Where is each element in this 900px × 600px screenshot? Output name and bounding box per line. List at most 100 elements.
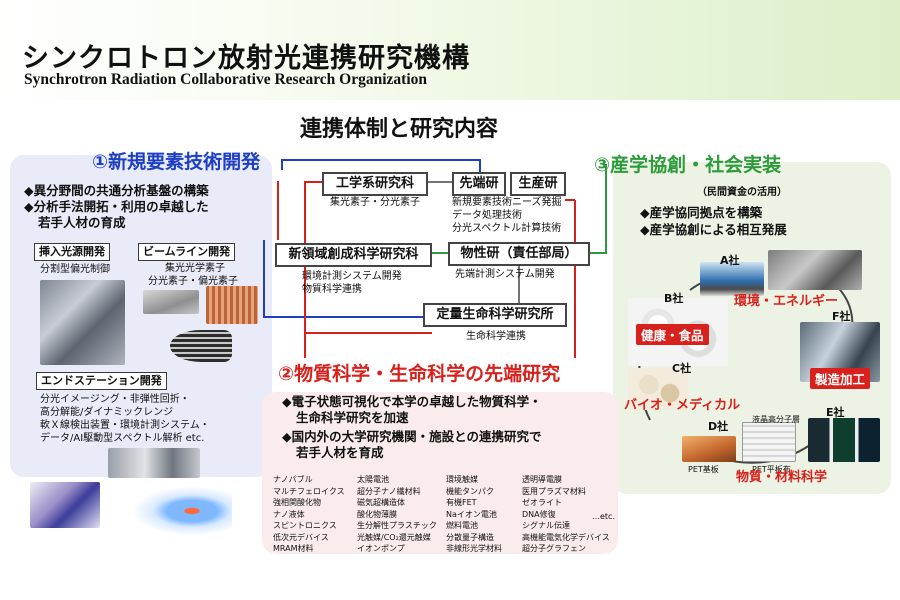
- company-c: C社: [672, 362, 692, 375]
- research-topic: 酸化物薄膜: [357, 509, 397, 519]
- domain-env: 環境・エネルギー: [734, 294, 839, 309]
- header-band: [0, 0, 900, 100]
- org-eng: 工学系研究科: [322, 172, 428, 196]
- pillar3-heading: ③産学協創・社会実装: [594, 154, 782, 176]
- pillar2-topics-panel: [262, 392, 618, 554]
- research-topic: 高機能電気化学デバイス: [522, 532, 610, 542]
- pillar3-bullet: ◆産学協同拠点を構築: [640, 205, 763, 220]
- org-frontier: 新領域創成科学研究科: [275, 243, 432, 267]
- company-b: B社: [664, 292, 684, 305]
- source-dev-tag: 挿入光源開発: [34, 243, 110, 261]
- mirror-photo: [143, 290, 199, 314]
- page-subtitle: Synchrotron Radiation Collaborative Rese…: [24, 71, 427, 88]
- research-topic: 磁気超構造体: [357, 498, 405, 507]
- research-topic: ナノパブル: [273, 475, 313, 484]
- pillar3-note: （民間資金の活用）: [697, 187, 787, 198]
- endstation-dev-tag: エンドステーション開発: [36, 372, 167, 390]
- research-topic: 分散量子構造: [446, 532, 494, 542]
- research-topic: 機能タンパク: [446, 486, 494, 496]
- diagram-label: PET平板布: [752, 465, 791, 474]
- company-d: D社: [708, 420, 729, 433]
- company-e: E社: [826, 406, 845, 419]
- pillar2-bullet: ◆電子状態可視化で本学の卓越した物質科学・: [282, 394, 542, 409]
- org-rcast: 先端研: [452, 172, 506, 196]
- grating-element-photo: [170, 330, 232, 362]
- company-a: A社: [720, 254, 740, 267]
- pillar1-bullet: 若手人材の育成: [38, 215, 126, 230]
- endstation-desc: 高分解能/ダイナミックレンジ: [40, 407, 174, 418]
- page-title: シンクロトロン放射光連携研究機構: [22, 43, 470, 74]
- pillar2-bullet: 若手人材を育成: [296, 445, 384, 460]
- research-topic: 医用プラズマ材料: [522, 486, 586, 496]
- source-dev-desc: 分割型偏光制御: [40, 264, 110, 275]
- research-topic: 生分解性プラスチック: [357, 521, 437, 530]
- bottles-photo: [808, 418, 880, 462]
- domain-health: 健康・食品: [636, 324, 709, 345]
- bio-photo: [628, 368, 688, 410]
- research-topic: 非線形光学材料: [446, 544, 502, 553]
- pillar1-bullet: ◆分析手法開拓・利用の卓越した: [24, 199, 209, 214]
- org-issp: 物性研（責任部局）: [448, 242, 590, 266]
- diagram-label: PET基板: [688, 465, 719, 474]
- rcast-iis-desc: データ処理技術: [452, 210, 522, 221]
- research-topic: Naイオン電池: [446, 509, 497, 519]
- car-photo: [700, 262, 764, 296]
- research-topic: シグナル伝達: [522, 521, 570, 530]
- research-topic: 太陽電池: [357, 475, 389, 484]
- research-topic: イオンポンプ: [357, 544, 405, 553]
- layer-diagram: [742, 422, 796, 462]
- org-eng-desc: 集光素子・分光素子: [330, 197, 420, 208]
- endstation-desc: データ/AI駆動型スペクトル解析 etc.: [40, 433, 205, 444]
- company-f: F社: [832, 310, 851, 323]
- research-topic: 強相関酸化物: [273, 498, 321, 507]
- beamline-dev-desc: 集光光学素子: [165, 263, 225, 274]
- pillar1-heading: ①新規要素技術開発: [92, 151, 261, 173]
- blue-connector: [281, 159, 481, 180]
- pillar2-bullet: ◆国内外の大学研究機関・施設との連携研究で: [282, 429, 542, 444]
- research-topic: 超分子ナノ繊材料: [357, 486, 421, 496]
- grating-photo: [206, 286, 258, 324]
- research-topic: ナノ液体: [273, 509, 305, 519]
- org-iis: 生産研: [510, 172, 566, 196]
- section-title: 連携体制と研究内容: [300, 117, 499, 142]
- org-iqb-desc: 生命科学連携: [466, 331, 526, 342]
- rcast-iis-desc: 分光スペクトル計算技術: [452, 223, 562, 234]
- rcast-iis-desc: 新規要素技術ニーズ発掘: [452, 197, 562, 208]
- research-topic: MRAM材料: [273, 544, 314, 553]
- endstation-desc: 軟Ｘ線検出装置・環境計測システム・: [40, 420, 210, 431]
- research-topic: 環境触媒: [446, 475, 478, 484]
- domain-bio: バイオ・メディカル: [624, 398, 741, 413]
- research-topic: 有機FET: [446, 498, 477, 507]
- org-frontier-desc: 物質科学連携: [302, 284, 362, 295]
- research-topic: 光触媒/CO₂還元触媒: [357, 532, 431, 542]
- research-topic: 透明導電膜: [522, 475, 562, 484]
- endstation-photo: [108, 448, 200, 478]
- research-topic: ゼオライト: [522, 498, 562, 507]
- org-frontier-desc: 環境計測システム開発: [302, 271, 402, 282]
- org-issp-desc: 先端計測システム開発: [455, 269, 555, 280]
- pillar2-heading: ②物質科学・生命科学の先端研究: [278, 363, 561, 385]
- research-topic: マルチフェロイクス: [273, 486, 345, 496]
- pillar2-bullet: 生命科学研究を加速: [296, 410, 409, 425]
- undulator-photo: [40, 280, 125, 365]
- research-topic: 燃料電池: [446, 521, 478, 530]
- detector-render: [30, 482, 100, 528]
- pillar1-bullet: ◆異分野間の共通分析基盤の構築: [24, 183, 209, 198]
- org-iqb: 定量生命科学研究所: [423, 303, 567, 327]
- beamline-dev-desc: 分光素子・偏光素子: [148, 276, 238, 287]
- blue-connector-lower: [263, 240, 432, 318]
- endstation-desc: 分光イメージング・非弾性回折・: [40, 394, 190, 405]
- diagram-label: 液晶高分子層: [752, 415, 800, 424]
- research-topic: 低次元デバイス: [273, 532, 329, 542]
- domain-mfg: 製造加工: [810, 368, 871, 389]
- green-connector: [590, 164, 607, 254]
- research-topic: 超分子グラフェン: [522, 544, 586, 553]
- research-topic: スピントロニクス: [273, 521, 337, 530]
- domain-materials: 物質・材料科学: [736, 470, 828, 485]
- beamline-dev-tag: ビームライン開発: [138, 243, 236, 261]
- pillar3-bullet: ◆産学協創による相互発展: [640, 222, 787, 237]
- topics-etc: …etc.: [592, 512, 615, 521]
- beam-render: [132, 486, 232, 536]
- research-topic: DNA修復: [522, 509, 556, 519]
